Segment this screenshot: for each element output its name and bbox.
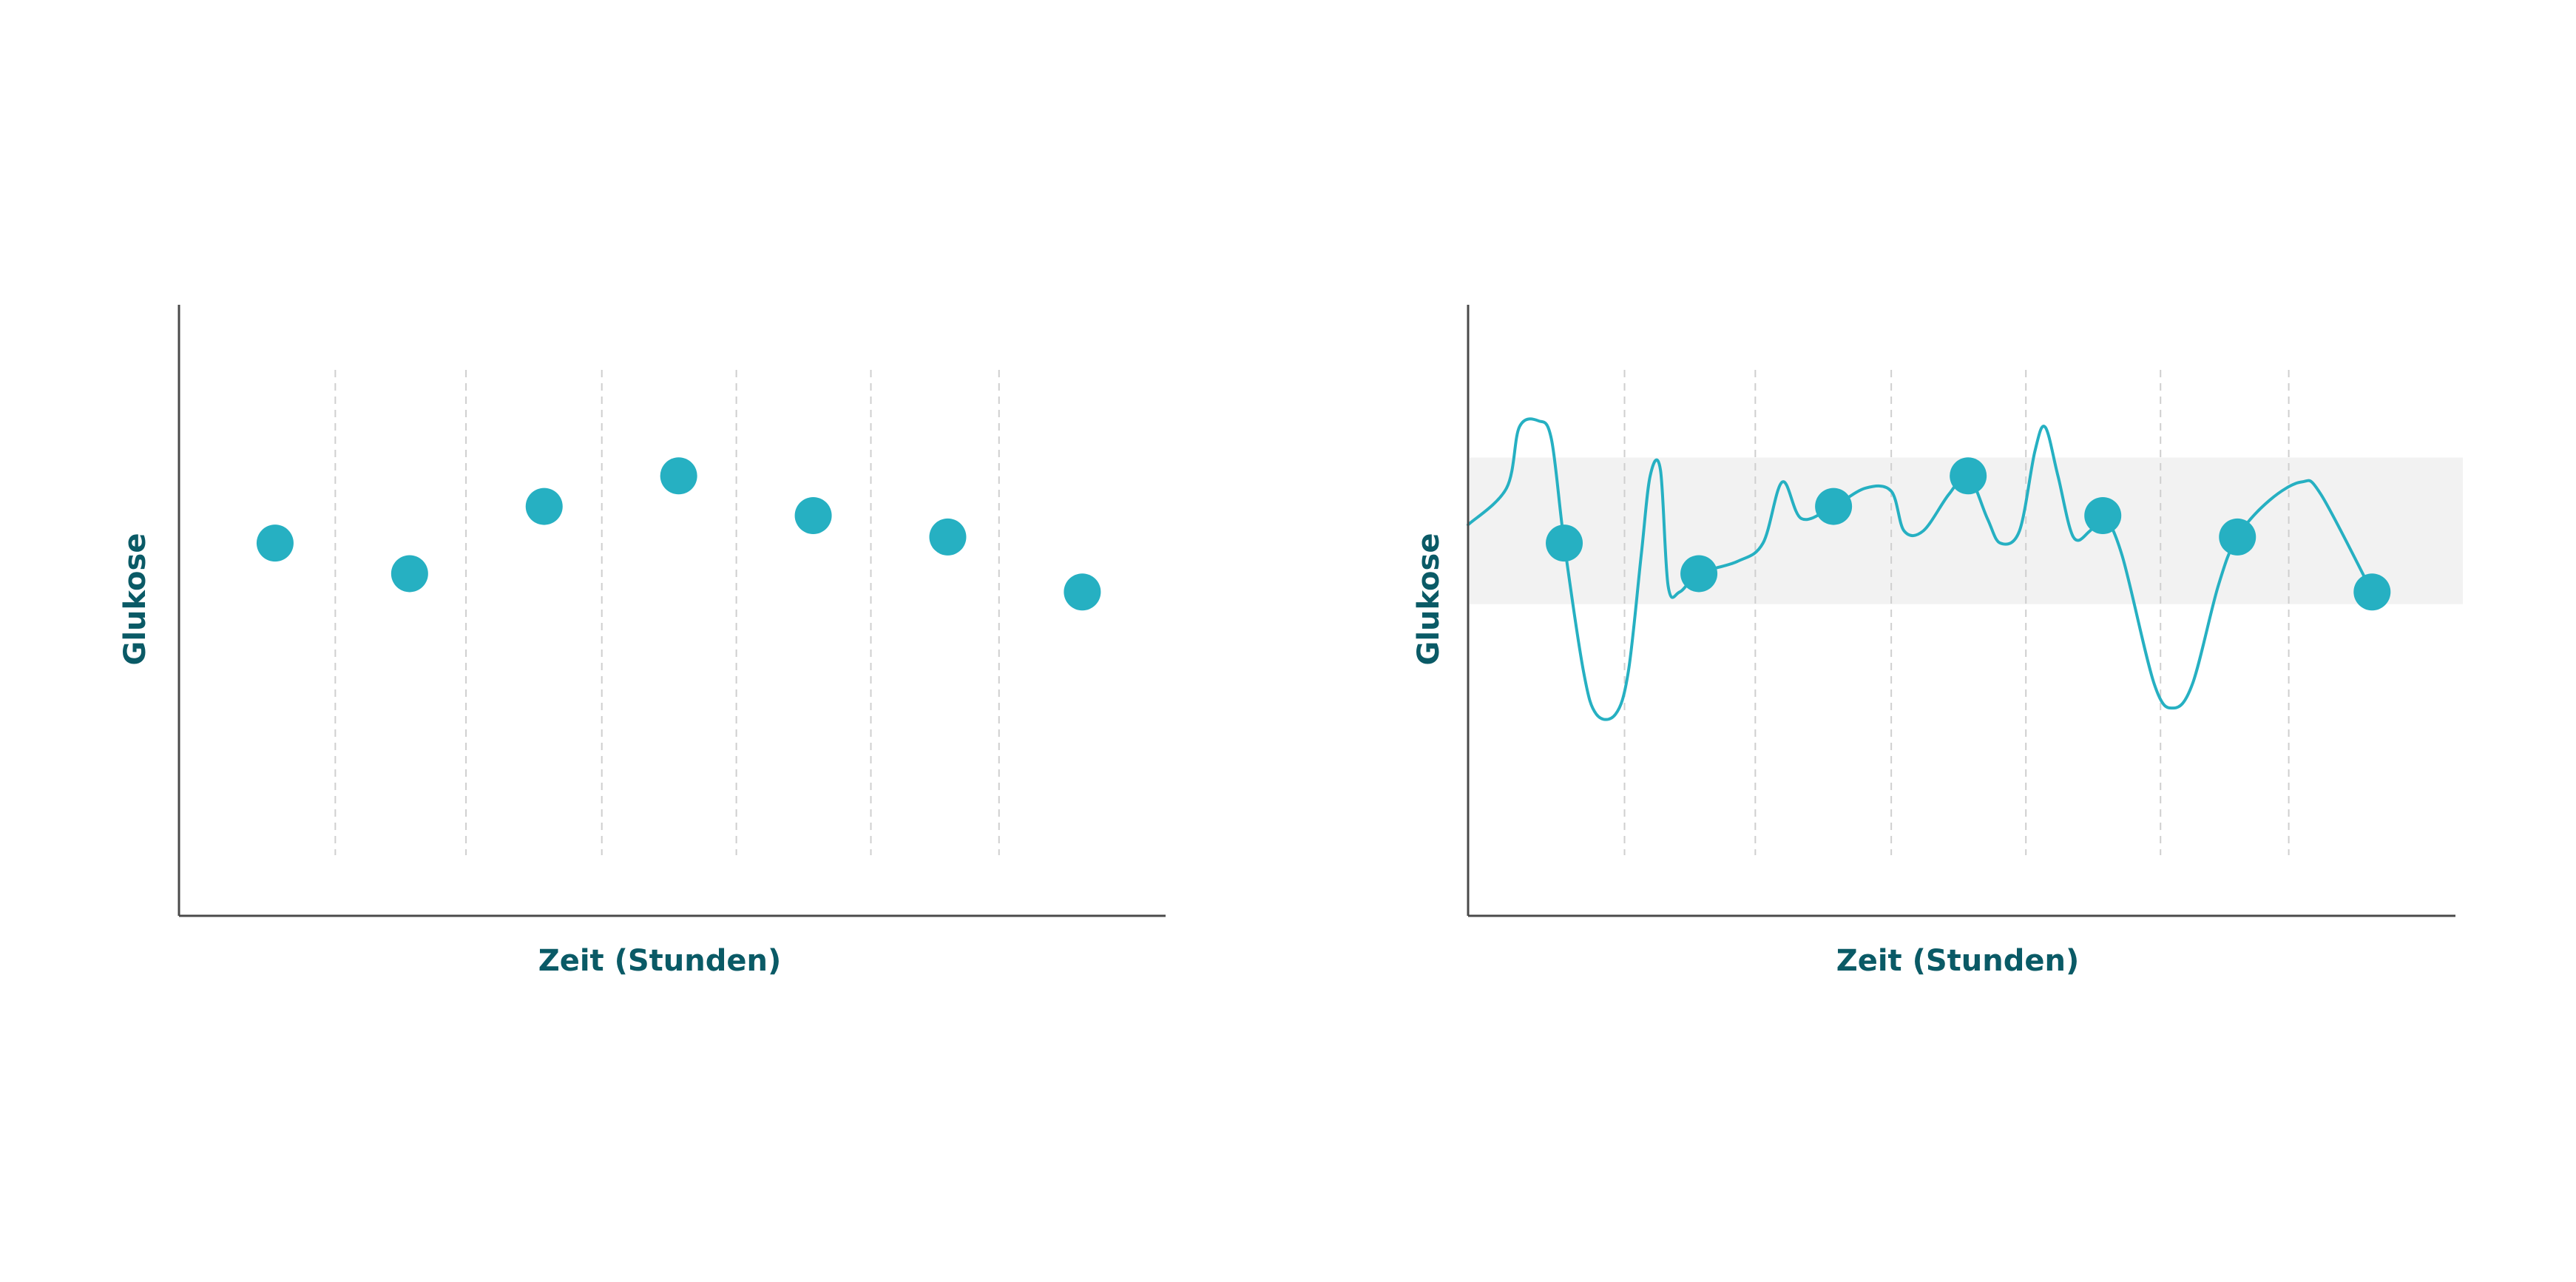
data-point	[2353, 573, 2391, 611]
gridlines	[1623, 370, 2290, 855]
data-point	[525, 488, 563, 525]
y-axis-label: Glukose	[118, 533, 152, 666]
data-point	[2219, 518, 2256, 556]
points-layer	[1546, 457, 2391, 611]
data-point	[929, 518, 967, 556]
y-axis-label: Glukose	[1412, 533, 1446, 666]
data-point	[660, 457, 697, 495]
points-layer	[256, 457, 1101, 611]
data-point	[1950, 457, 1987, 495]
data-point	[391, 555, 428, 593]
data-point	[1815, 488, 1853, 525]
data-point	[1546, 524, 1583, 562]
data-point	[256, 524, 294, 562]
glucose-continuous-chart: Zeit (Stunden) Glukose	[1412, 305, 2463, 978]
x-axis-label: Zeit (Stunden)	[538, 944, 782, 978]
x-axis-label: Zeit (Stunden)	[1836, 944, 2080, 978]
data-point	[1680, 555, 1718, 593]
gridlines	[334, 370, 1000, 855]
glucose-scatter-chart: Zeit (Stunden) Glukose	[118, 305, 1166, 978]
data-point	[2084, 496, 2122, 534]
glucose-curve	[1467, 417, 2374, 721]
series-layer	[1467, 417, 2374, 721]
data-point	[1064, 573, 1101, 611]
data-point	[794, 496, 832, 534]
